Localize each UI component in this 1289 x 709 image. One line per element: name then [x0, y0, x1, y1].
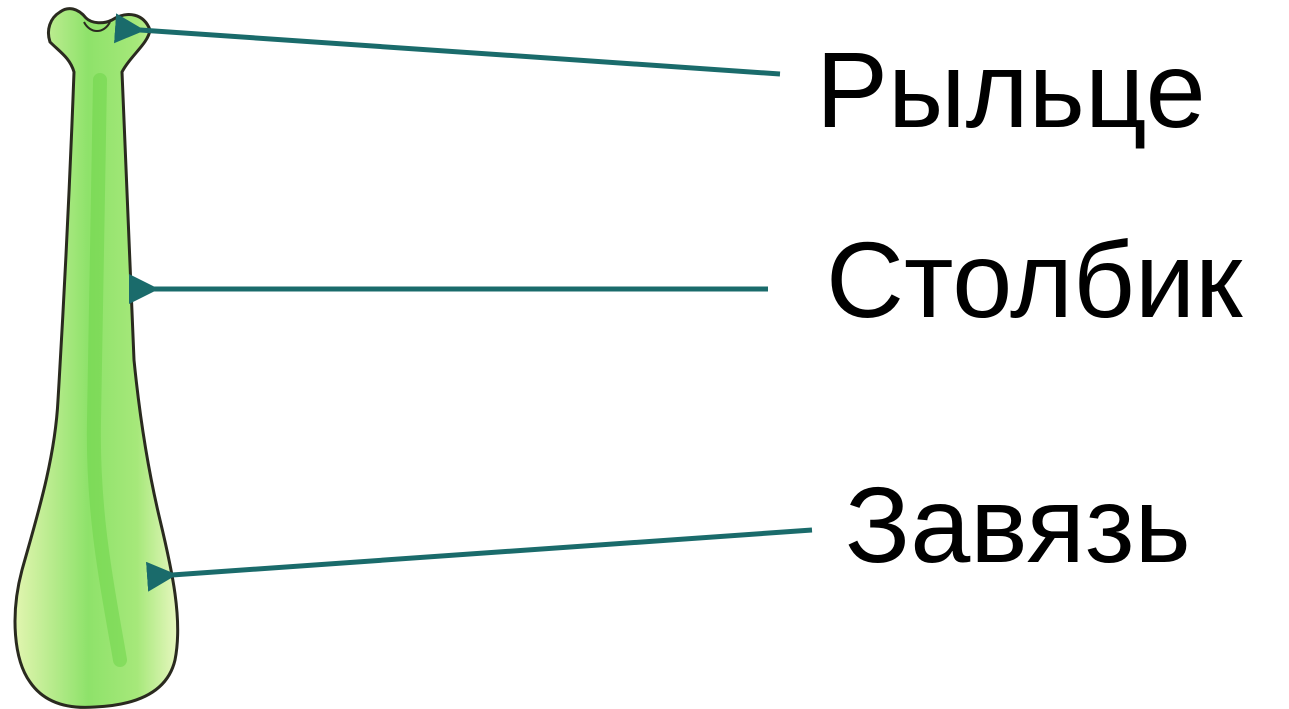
arrow-stigma	[114, 13, 781, 77]
label-ovary: Завязь	[845, 464, 1191, 585]
stigma-notch	[83, 21, 111, 32]
label-stigma: Рыльце	[816, 29, 1206, 150]
pistil-highlight	[86, 73, 127, 667]
label-style: Столбик	[826, 219, 1243, 340]
arrow-ovary	[146, 527, 813, 592]
